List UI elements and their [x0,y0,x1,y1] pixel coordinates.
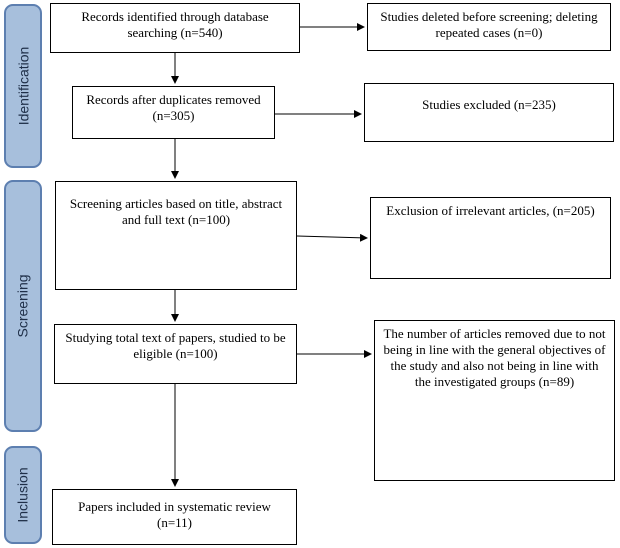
arrow-screening-to-irrelevant [296,233,368,242]
box-removed-not-in-line: The number of articles removed due to no… [374,320,615,481]
box-screening-articles: Screening articles based on title, abstr… [55,181,297,290]
phase-identification: Identification [4,4,42,168]
box-irrelevant-excluded: Exclusion of irrelevant articles, (n=205… [370,197,611,279]
box-studies-excluded: Studies excluded (n=235) [364,83,614,142]
box-after-duplicates: Records after duplicates removed (n=305) [72,86,275,139]
box-records-identified: Records identified through database sear… [50,3,300,53]
box-full-text-eligible: Studying total text of papers, studied t… [54,324,297,384]
box-deleted-before-screening: Studies deleted before screening; deleti… [367,3,611,51]
box-included: Papers included in systematic review (n=… [52,489,297,545]
phase-screening: Screening [4,180,42,432]
phase-inclusion: Inclusion [4,446,42,544]
